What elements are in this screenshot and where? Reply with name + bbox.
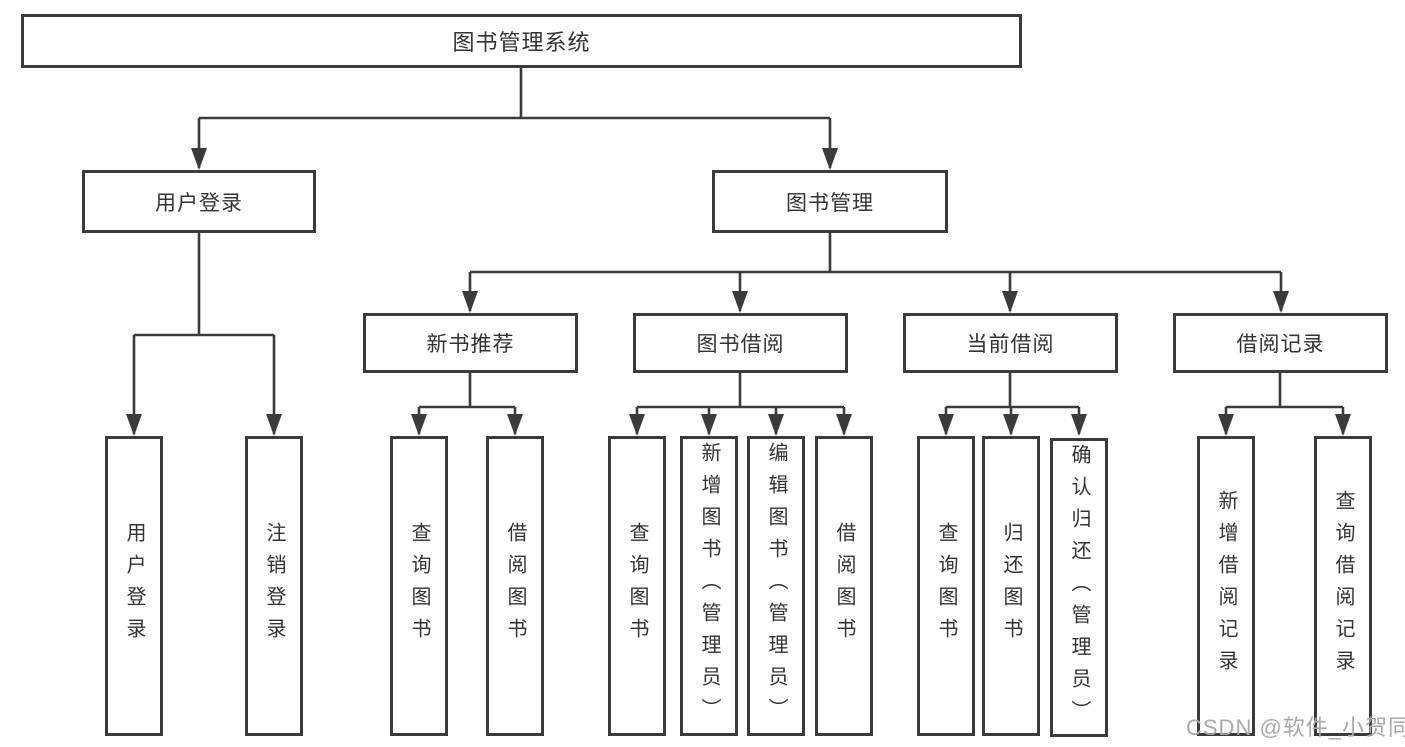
leaf-label: 借阅图书 [833, 522, 855, 650]
leaf-query-books-3: 查询图书 [917, 436, 975, 736]
leaf-label: 新增借阅记录 [1215, 490, 1237, 682]
arrow-down-icon [507, 414, 523, 436]
arrow-down-icon [126, 414, 142, 436]
arrow-down-icon [701, 414, 717, 436]
leaf-label: 编辑图书（管理员） [765, 442, 787, 730]
connector-paths [132, 68, 1345, 434]
leaf-label: 查询图书 [935, 522, 957, 650]
arrow-down-icon [629, 414, 645, 436]
leaf-add-book-admin: 新增图书（管理员） [680, 436, 738, 736]
node-current-borrow: 当前借阅 [903, 313, 1118, 373]
node-book-management-branch: 图书管理 [712, 170, 948, 233]
node-user-login-branch: 用户登录 [82, 170, 316, 233]
leaf-query-books-2: 查询图书 [608, 436, 666, 736]
arrow-down-icon [191, 148, 207, 170]
leaf-borrow-books-2: 借阅图书 [815, 436, 873, 736]
arrow-down-icon [462, 291, 478, 313]
leaf-user-login: 用户登录 [105, 436, 163, 736]
leaf-label: 查询图书 [626, 522, 648, 650]
arrow-down-icon [1335, 414, 1351, 436]
leaf-label: 用户登录 [123, 522, 145, 650]
arrow-down-icon [836, 414, 852, 436]
arrow-down-icon [1273, 291, 1289, 313]
leaf-label: 查询图书 [408, 522, 430, 650]
leaf-label: 确认归还（管理员） [1068, 443, 1090, 732]
node-book-borrow: 图书借阅 [633, 313, 848, 373]
arrow-down-icon [1002, 291, 1018, 313]
node-borrow-records: 借阅记录 [1173, 313, 1388, 373]
leaf-label: 借阅图书 [504, 522, 526, 650]
arrow-down-icon [1003, 414, 1019, 436]
arrow-down-icon [768, 414, 784, 436]
node-root-system: 图书管理系统 [21, 14, 1022, 68]
leaf-query-borrow-record: 查询借阅记录 [1314, 436, 1372, 736]
watermark-text: CSDN @软件_小贺同学 [1186, 715, 1405, 740]
arrow-down-icon [1218, 414, 1234, 436]
arrow-down-icon [266, 414, 282, 436]
leaf-label: 查询借阅记录 [1332, 490, 1354, 682]
leaf-label: 新增图书（管理员） [698, 442, 720, 730]
arrow-down-icon [411, 414, 427, 436]
leaf-add-borrow-record: 新增借阅记录 [1197, 436, 1255, 736]
arrow-down-icon [822, 148, 838, 170]
leaf-borrow-books-1: 借阅图书 [486, 436, 544, 736]
node-new-book-recommend: 新书推荐 [363, 313, 578, 373]
leaf-query-books-1: 查询图书 [390, 436, 448, 736]
arrow-down-icon [732, 291, 748, 313]
leaf-label: 注销登录 [263, 522, 285, 650]
leaf-return-book: 归还图书 [982, 436, 1040, 736]
arrow-down-icon [938, 414, 954, 436]
arrowheads [126, 148, 1351, 436]
leaf-edit-book-admin: 编辑图书（管理员） [747, 436, 805, 736]
leaf-logout: 注销登录 [245, 436, 303, 736]
leaf-label: 归还图书 [1000, 522, 1022, 650]
leaf-confirm-return-admin: 确认归还（管理员） [1050, 438, 1108, 737]
arrow-down-icon [1071, 414, 1087, 436]
